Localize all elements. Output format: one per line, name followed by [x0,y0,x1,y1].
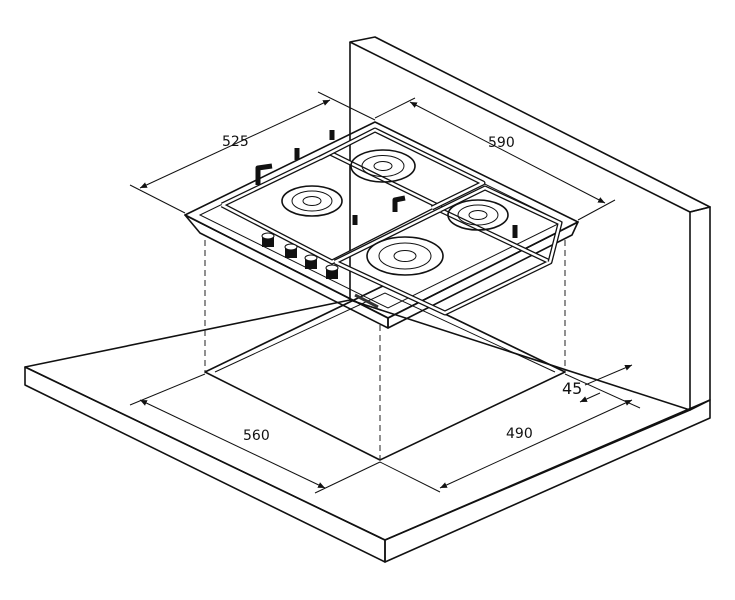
dim-cutout-width: 560 [243,428,270,444]
projection-lines [204,240,566,460]
knob-1 [261,232,275,247]
countertop [24,299,711,563]
burner-rear-left [281,185,343,217]
knob-2 [284,243,298,258]
knob-3 [304,254,318,269]
dimension-lines [129,91,641,494]
dim-cutout-depth: 490 [506,426,533,442]
gas-hob [184,121,579,329]
burner-right [447,199,509,231]
burner-front [366,236,444,276]
dim-hob-depth: 525 [222,134,249,150]
dim-hob-width: 590 [488,135,515,151]
knob-4 [325,264,339,279]
control-knobs [261,232,339,279]
dim-wall-clearance: 45 [562,379,582,398]
brand-logo [354,293,379,309]
